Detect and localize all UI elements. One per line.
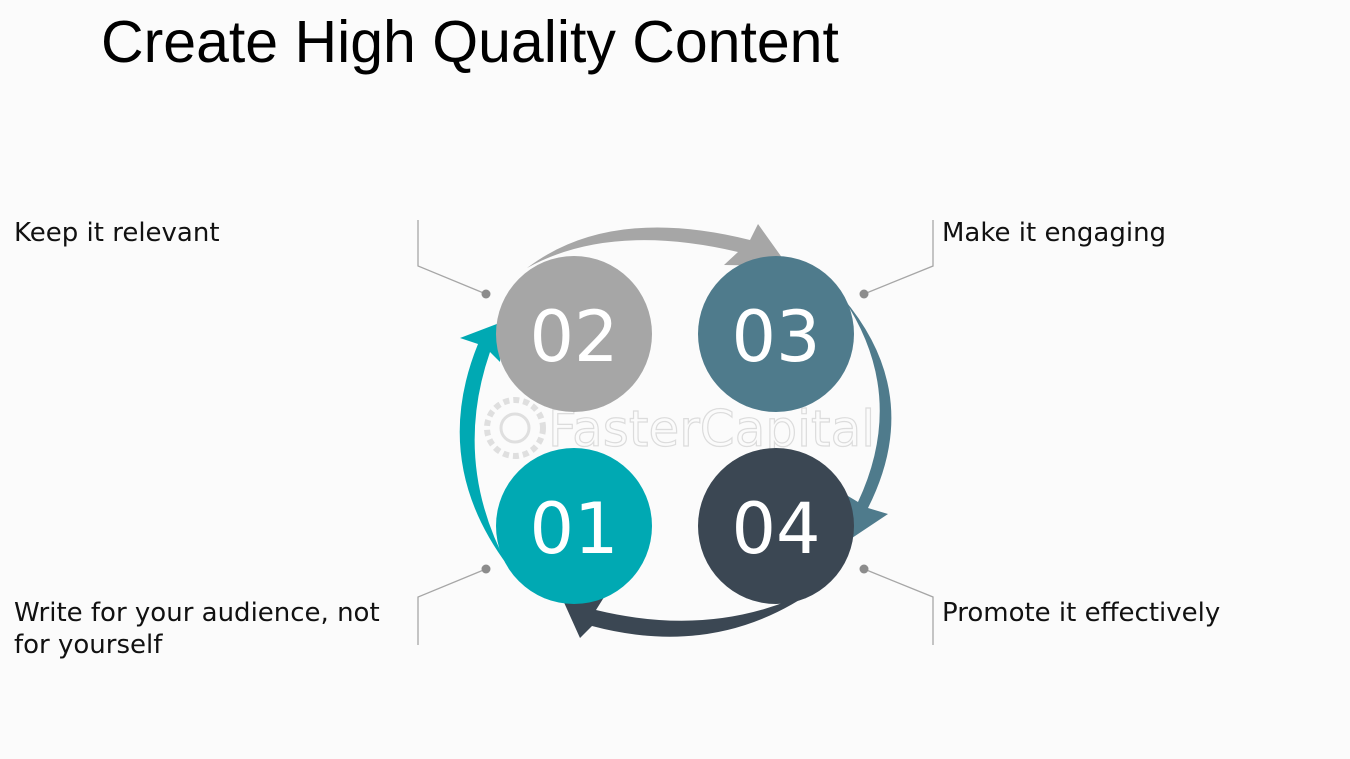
connector-01: [417, 568, 487, 645]
connector-lines: [417, 220, 934, 645]
watermark-logo: FasterCapital: [484, 397, 876, 459]
watermark-text: FasterCapital: [548, 400, 875, 458]
connector-03: [863, 220, 934, 295]
arrow-01-to-02: [459, 322, 508, 566]
step-03-number: 03: [731, 296, 820, 378]
connector-dot-04: [859, 564, 869, 574]
connector-dot-01: [481, 564, 491, 574]
step-02-number: 02: [529, 296, 618, 378]
arrow-03-to-04: [843, 298, 892, 538]
step-04-label: Promote it effectively: [942, 597, 1220, 629]
step-02-label: Keep it relevant: [14, 217, 220, 249]
arrow-04-to-01: [562, 586, 820, 638]
step-03-label: Make it engaging: [942, 217, 1166, 249]
connector-dots: [481, 289, 869, 574]
step-01-number: 01: [529, 488, 618, 570]
connector-dot-02: [481, 289, 491, 299]
step-01-circle: [496, 448, 652, 604]
step-01-label: Write for your audience, not for yoursel…: [14, 597, 380, 661]
page-title: Create High Quality Content: [101, 9, 839, 75]
step-04-circle: [698, 448, 854, 604]
connector-04: [863, 568, 934, 645]
arrow-02-to-03: [527, 224, 788, 268]
connector-dot-03: [859, 289, 869, 299]
step-02-label-line: Keep it relevant: [14, 218, 220, 248]
step-03-circle: [698, 256, 854, 412]
step-04-number: 04: [731, 488, 820, 570]
connector-02: [417, 220, 487, 295]
step-04-label-line: Promote it effectively: [942, 598, 1221, 628]
step-01-label-line-1: Write for your audience, not: [14, 598, 380, 628]
step-02-circle: [496, 256, 652, 412]
step-01-label-line-2: for yourself: [14, 630, 163, 660]
step-03-label-line: Make it engaging: [942, 218, 1167, 248]
